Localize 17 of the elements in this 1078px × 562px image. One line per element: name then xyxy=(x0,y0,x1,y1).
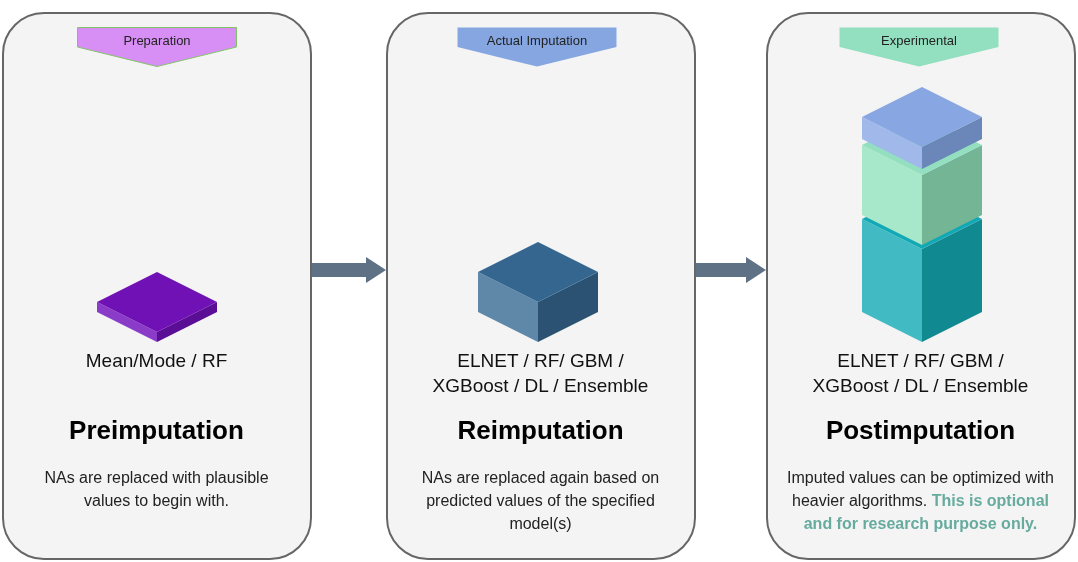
arrow xyxy=(312,257,386,283)
stage-heading: Preimputation xyxy=(68,414,245,446)
description-text: Imputed values can be optimized with heavier algorithms. This is optional and for research purpose only. xyxy=(786,468,1055,534)
description-text: NAs are replaced again based on predicted values of the specified model(s) xyxy=(420,468,661,534)
arrow xyxy=(696,257,766,283)
model-list-text: ELNET / RF/ GBM / XGBoost / DL / Ensemble xyxy=(431,349,650,398)
description-text: NAs are replaced with plausible values to begin with. xyxy=(43,468,270,511)
stage-panel xyxy=(766,12,1076,560)
banner: Experimental xyxy=(839,27,999,67)
stage-panel xyxy=(386,12,696,560)
stage-heading: Reimputation xyxy=(456,414,625,446)
model-list-text: ELNET / RF/ GBM / XGBoost / DL / Ensemble xyxy=(811,349,1030,398)
stage-panel xyxy=(2,12,312,560)
banner: Actual Imputation xyxy=(457,27,617,67)
model-list-text: Mean/Mode / RF xyxy=(84,349,229,373)
stage-heading: Postimputation xyxy=(824,414,1017,446)
banner: Preparation xyxy=(77,27,237,67)
